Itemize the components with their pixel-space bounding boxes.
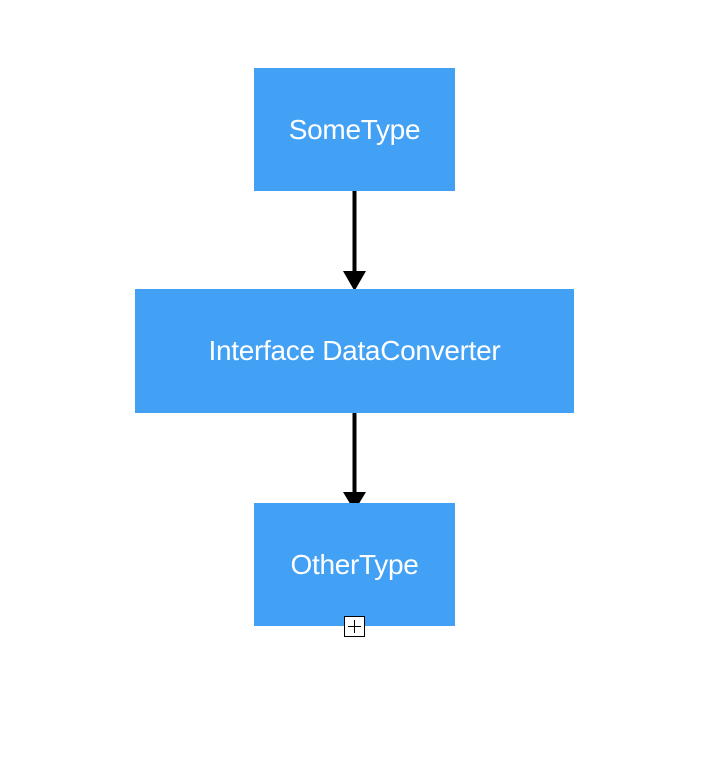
node-label: OtherType <box>290 548 419 580</box>
node-label: SomeType <box>288 113 421 145</box>
node-sometype[interactable]: SomeType <box>254 68 455 191</box>
node-label: Interface DataConverter <box>208 335 501 366</box>
node-othertype[interactable]: OtherType <box>254 503 455 626</box>
arrowhead <box>343 492 366 511</box>
edge-sometype-to-interface <box>343 191 366 291</box>
node-interface-dataconverter[interactable]: Interface DataConverter <box>135 289 574 413</box>
arrowhead <box>343 271 366 291</box>
plus-box-icon[interactable] <box>344 616 365 637</box>
edge-interface-to-othertype <box>343 413 366 511</box>
